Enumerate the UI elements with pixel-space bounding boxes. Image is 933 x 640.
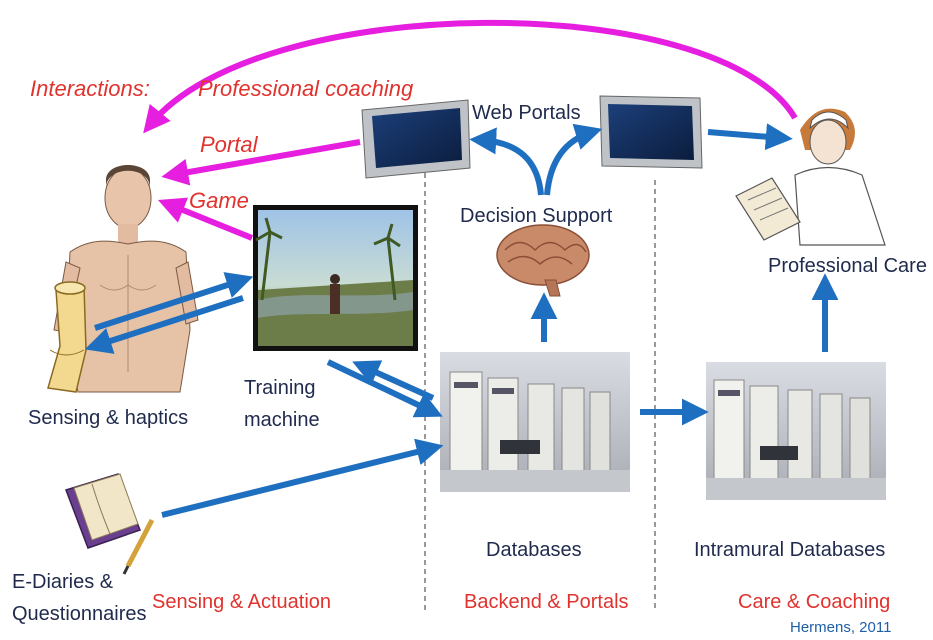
server-room-icon bbox=[706, 362, 886, 500]
section-backend-portals: Backend & Portals bbox=[464, 591, 629, 613]
label-interactions: Interactions: bbox=[30, 76, 150, 101]
label-professional-coaching: Professional coaching bbox=[198, 76, 414, 101]
monitor-icon bbox=[361, 99, 471, 179]
arrow-training-to-databases bbox=[326, 359, 443, 418]
server-room-icon bbox=[440, 352, 630, 492]
label-intramural-databases: Intramural Databases bbox=[694, 539, 886, 561]
label-decision-support: Decision Support bbox=[460, 205, 613, 227]
section-sensing-actuation: Sensing & Actuation bbox=[152, 591, 332, 613]
arrow-decision-to-left-portal bbox=[469, 127, 544, 196]
credit-label: Hermens, 2011 bbox=[790, 619, 892, 636]
arrow-diary-to-databases bbox=[161, 438, 444, 518]
game-screen-icon bbox=[253, 205, 418, 351]
arrow-decision-to-right-portal bbox=[544, 123, 603, 196]
label-databases: Databases bbox=[486, 539, 582, 561]
label-professional-care: Professional Care bbox=[768, 255, 927, 277]
label-training-machine-2: machine bbox=[244, 409, 320, 431]
arrow-body-to-training bbox=[94, 272, 254, 331]
arrow-portal bbox=[161, 139, 361, 186]
arrow-portal-to-care bbox=[707, 123, 793, 151]
monitor-icon bbox=[599, 95, 703, 169]
label-web-portals: Web Portals bbox=[472, 102, 581, 124]
label-e-diaries-1: E-Diaries & bbox=[12, 571, 114, 593]
arrow-game bbox=[157, 197, 254, 241]
label-sensing-haptics: Sensing & haptics bbox=[28, 407, 189, 429]
arrow-databases-to-training bbox=[352, 360, 435, 401]
arrow-training-to-body bbox=[84, 295, 244, 354]
arrow-professional-coaching bbox=[143, 19, 798, 134]
diary-icon bbox=[65, 473, 155, 575]
nurse-icon bbox=[735, 108, 886, 246]
brain-icon bbox=[496, 224, 590, 297]
haptic-sleeve-icon bbox=[47, 281, 87, 393]
label-game: Game bbox=[189, 188, 249, 213]
label-training-machine-1: Training bbox=[244, 377, 316, 399]
label-portal: Portal bbox=[200, 132, 258, 157]
label-e-diaries-2: Questionnaires bbox=[12, 603, 147, 625]
section-care-coaching: Care & Coaching bbox=[738, 591, 891, 613]
